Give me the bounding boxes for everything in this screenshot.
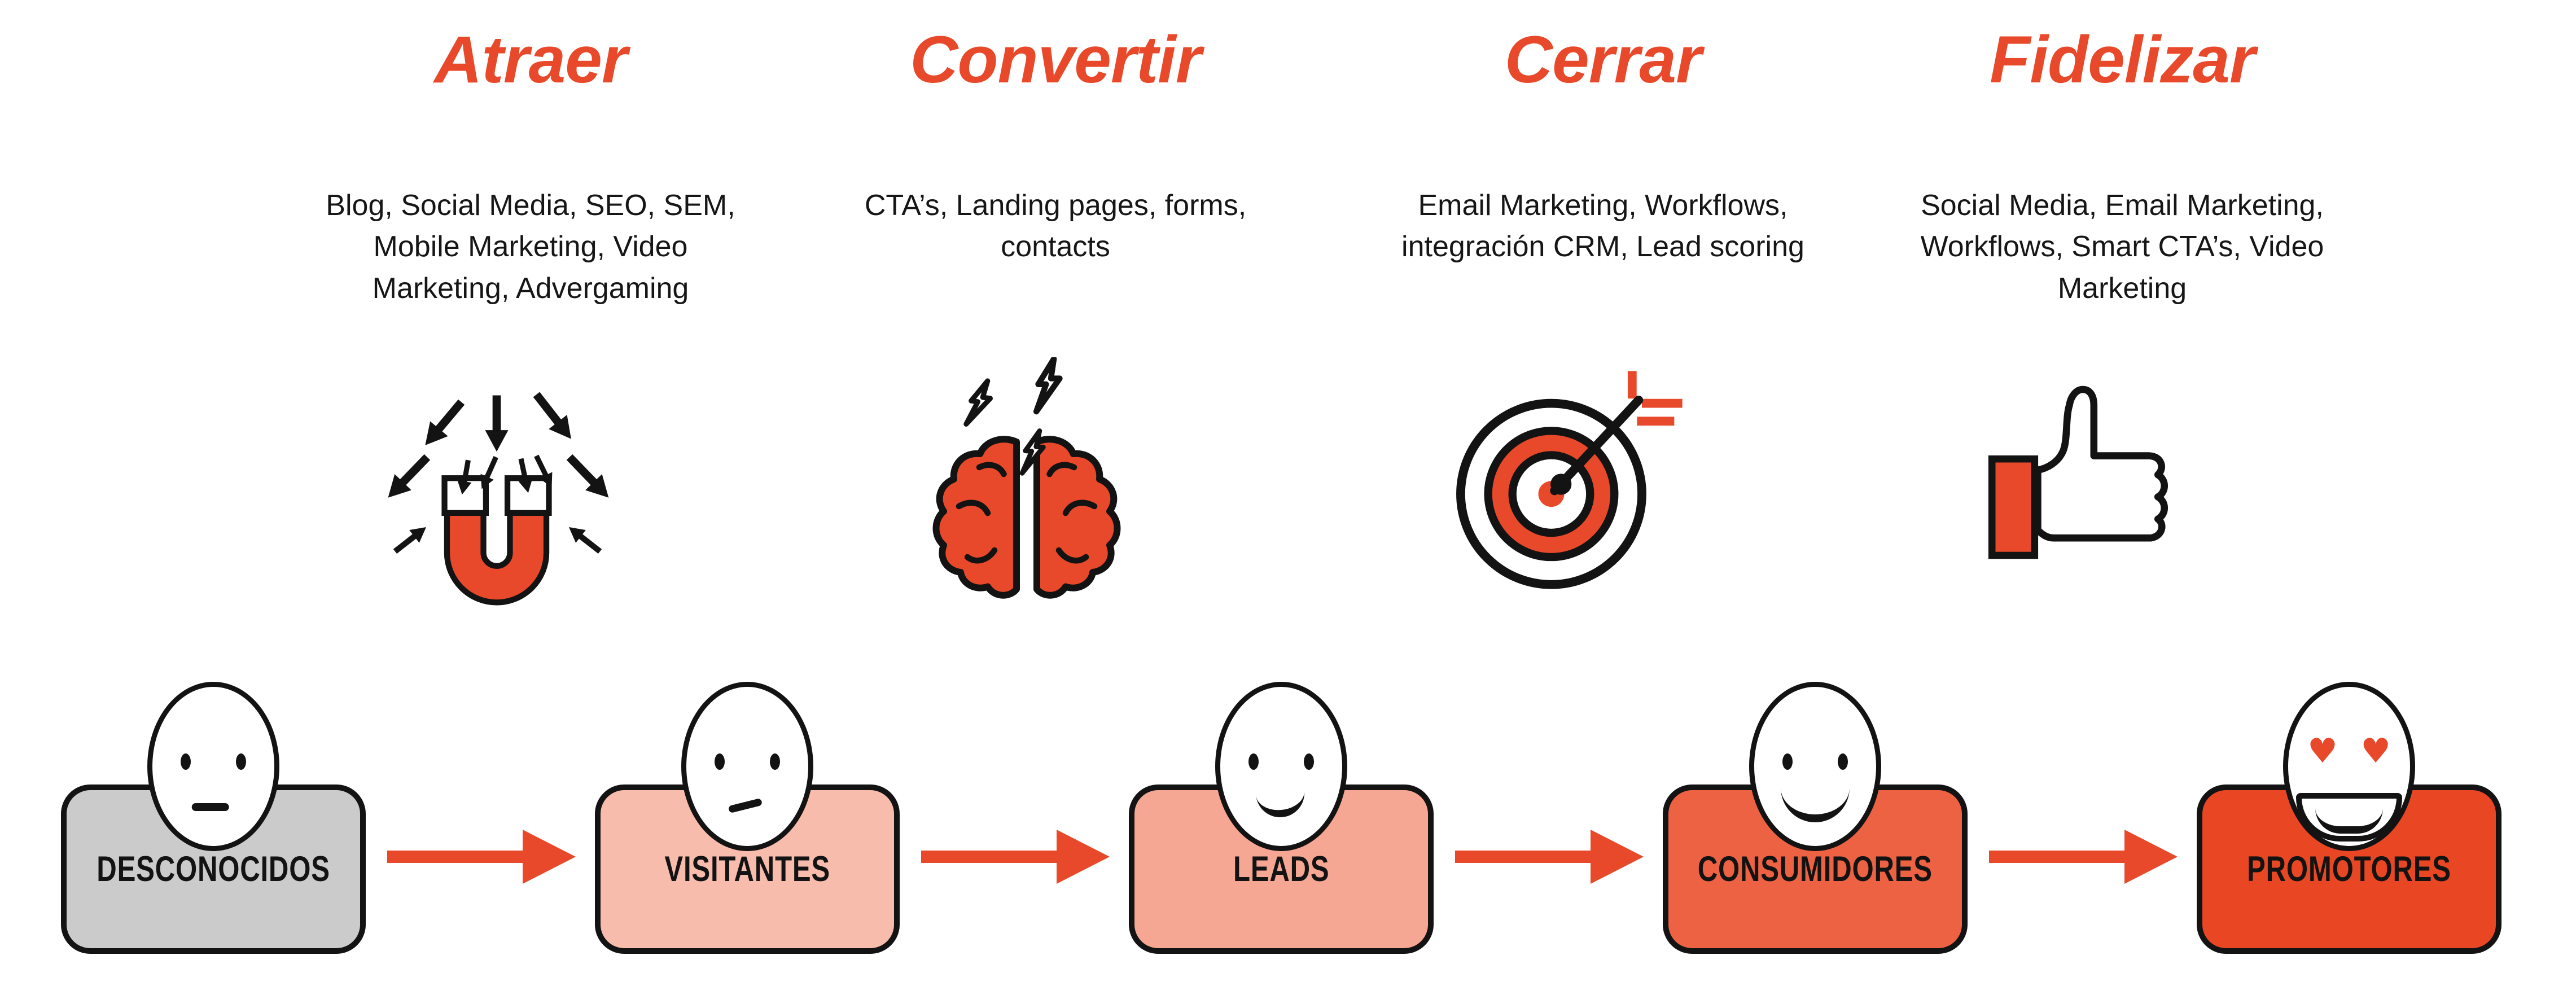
- column-atraer: Atraer Blog, Social Media, SEO, SEM, Mob…: [248, 20, 813, 642]
- stage-promotores: ♥ ♥ PROMOTORES: [2197, 682, 2501, 964]
- arrow-right-icon: [1455, 830, 1644, 884]
- open-smile-mouth-icon: [2296, 793, 2402, 842]
- skeptical-face-icon: [681, 682, 813, 851]
- stage-visitantes: VISITANTES: [595, 682, 900, 964]
- eye-icon: [1248, 753, 1259, 770]
- eye-icon: [236, 753, 246, 770]
- brain-icon: [739, 326, 1304, 642]
- eye-icon: [1838, 753, 1848, 770]
- stage-label: LEADS: [1233, 849, 1330, 889]
- arrow-shaft: [921, 851, 1058, 863]
- column-title-convertir: Convertir: [910, 23, 1202, 97]
- column-tools-atraer: Blog, Social Media, SEO, SEM, Mobile Mar…: [326, 189, 735, 305]
- column-tools-fidelizar: Social Media, Email Marketing, Workflows…: [1920, 189, 2324, 305]
- heart-eye-icon: ♥: [2360, 731, 2391, 771]
- stage-box-visitantes: VISITANTES: [595, 785, 900, 954]
- stage-label: PROMOTORES: [2247, 849, 2451, 889]
- eye-icon: [770, 753, 780, 770]
- mouth-icon: [1255, 787, 1307, 820]
- column-title-cerrar: Cerrar: [1504, 23, 1702, 97]
- eye-icon: [181, 753, 191, 770]
- arrow-shaft: [1455, 851, 1592, 863]
- eye-icon: [1782, 753, 1793, 770]
- mouth-icon: [728, 797, 763, 814]
- column-title-fidelizar: Fidelizar: [1990, 23, 2255, 97]
- mouth-inner-arc: [2315, 808, 2383, 834]
- magnet-icon: [214, 326, 779, 642]
- heart-eye-icon: ♥: [2307, 731, 2338, 771]
- column-convertir: Convertir CTA’s, Landing pages, forms, c…: [773, 20, 1338, 642]
- column-cerrar: Cerrar Email Marketing, Workflows, integ…: [1321, 20, 1885, 642]
- stage-label: CONSUMIDORES: [1697, 849, 1933, 889]
- column-title-atraer: Atraer: [434, 23, 628, 97]
- heart-eyes-face-icon: ♥ ♥: [2283, 682, 2415, 851]
- arrow-right-icon: [921, 830, 1110, 884]
- stage-label: VISITANTES: [664, 849, 830, 889]
- arrow-head: [523, 830, 576, 884]
- smile-face-icon: [1749, 682, 1881, 851]
- half-smile-face-icon: [1215, 682, 1347, 851]
- target-icon: [1287, 326, 1851, 642]
- arrow-right-icon: [387, 830, 576, 884]
- column-tools-convertir: CTA’s, Landing pages, forms, contacts: [864, 189, 1247, 264]
- arrow-shaft: [387, 851, 524, 863]
- mouth-icon: [1781, 784, 1850, 822]
- arrow-head: [1057, 830, 1110, 884]
- arrow-right-icon: [1989, 830, 2178, 884]
- column-tools-cerrar: Email Marketing, Workflows, integración …: [1401, 189, 1804, 264]
- arrow-shaft: [1989, 851, 2126, 863]
- arrow-head: [2124, 830, 2178, 884]
- neutral-face-icon: [147, 682, 279, 851]
- arrow-head: [1591, 830, 1644, 884]
- thumbs-up-icon: [1806, 326, 2371, 642]
- eye-icon: [715, 753, 725, 770]
- stage-consumidores: CONSUMIDORES: [1663, 682, 1968, 964]
- mouth-icon: [191, 803, 229, 811]
- stage-label: DESCONOCIDOS: [97, 849, 330, 889]
- eye-icon: [1304, 753, 1314, 770]
- stage-desconocidos: DESCONOCIDOS: [61, 682, 366, 964]
- column-fidelizar: Fidelizar Social Media, Email Marketing,…: [1840, 20, 2404, 642]
- stage-leads: LEADS: [1129, 682, 1434, 964]
